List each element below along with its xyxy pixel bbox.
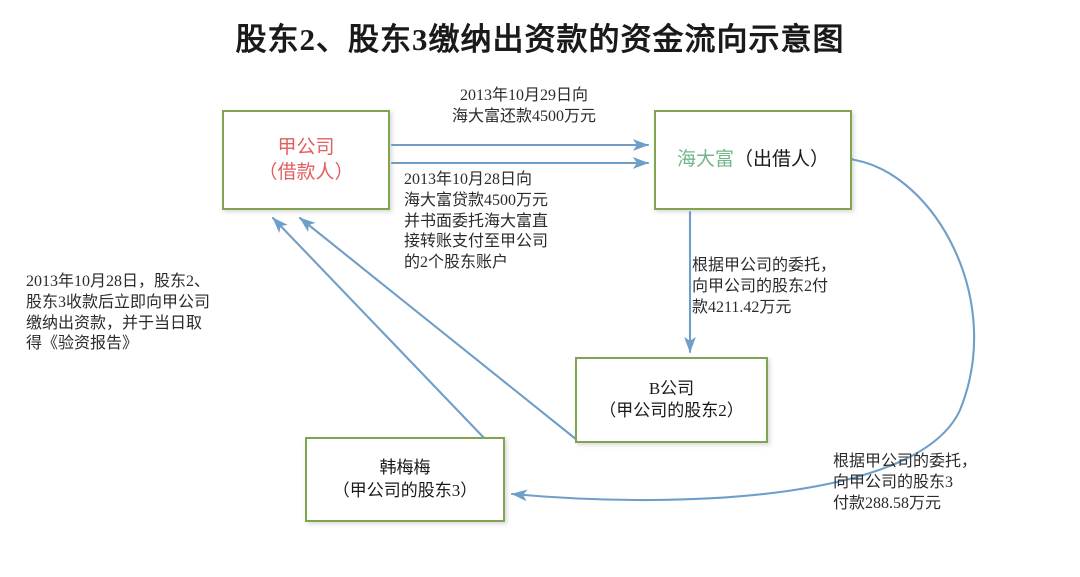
arrow-hai-to-han [510,151,976,502]
node-haidafu-name: 海大富 [676,149,734,171]
node-hanmeimei-role: （甲公司的股东3） [332,480,478,500]
label-loan: 2013年10月28日向 海大富贷款4500万元 并书面委托海大富直 接转账支付… [404,171,549,272]
label-repayment: 2013年10月29日向 海大富还款4500万元 [451,87,596,125]
node-jia-company-name: 甲公司 [277,136,335,158]
page-title: 股东2、股东3缴纳出资款的资金流向示意图 [235,22,845,57]
arrow-b-to-jia [298,216,579,442]
node-jia-company[interactable]: 甲公司 （借款人） [222,110,390,210]
node-jia-company-role: （借款人） [258,162,354,183]
label-pay-shareholder3: 根据甲公司的委托， 向甲公司的股东3 付款288.58万元 [833,453,978,512]
label-pay-shareholder2: 根据甲公司的委托， 向甲公司的股东2付 款4211.42万元 [692,257,837,316]
node-b-company[interactable]: B公司 （甲公司的股东2） [575,357,768,443]
node-haidafu-role: （出借人） [734,149,830,171]
arrow-han-to-jia [271,216,488,442]
node-b-company-name: B公司 [648,378,695,398]
node-hanmeimei-name: 韩梅梅 [379,458,431,478]
node-hanmeimei[interactable]: 韩梅梅 （甲公司的股东3） [305,437,505,522]
node-b-company-role: （甲公司的股东2） [599,401,744,420]
label-contribution: 2013年10月28日，股东2、 股东3收款后立即向甲公司 缴纳出资款，并于当日… [26,273,211,353]
node-haidafu[interactable]: 海大富（出借人） [654,110,852,210]
